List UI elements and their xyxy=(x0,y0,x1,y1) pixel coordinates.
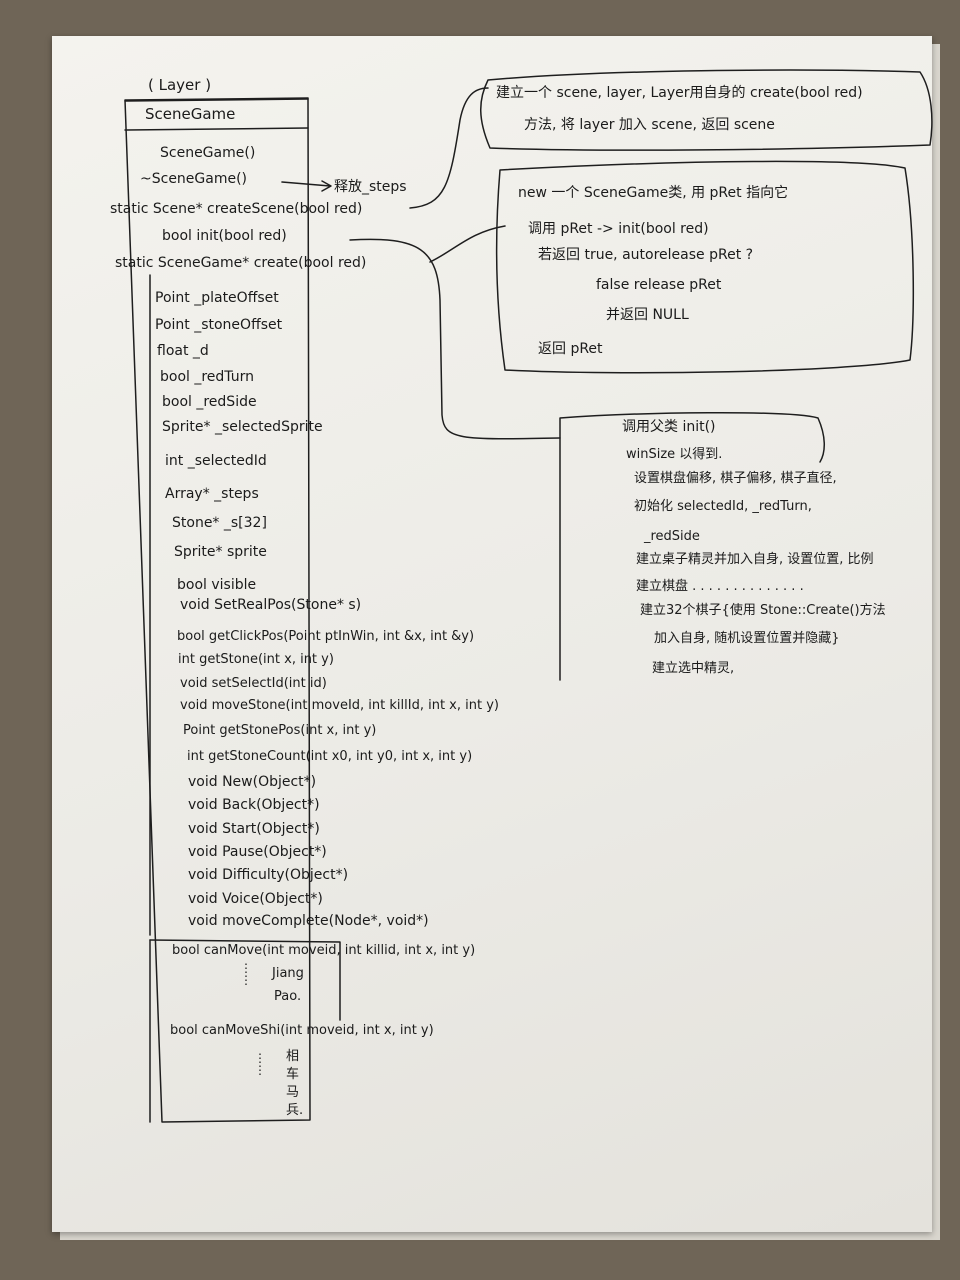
member-stone-offset: Point _stoneOffset xyxy=(155,317,283,333)
member-ma: 马 xyxy=(286,1085,300,1100)
member-bing: 兵. xyxy=(286,1103,304,1118)
member-sprite: Sprite* sprite xyxy=(174,544,267,560)
member-pao: Pao. xyxy=(274,989,302,1004)
member-get-stone-pos: Point getStonePos(int x, int y) xyxy=(183,723,377,738)
class-destructor: ~SceneGame() xyxy=(140,171,248,187)
member-xiang: 相 xyxy=(286,1049,300,1064)
member-steps: Array* _steps xyxy=(165,486,259,502)
destructor-note: 释放_steps xyxy=(334,179,407,195)
note-create-line-1: new 一个 SceneGame类, 用 pRet 指向它 xyxy=(518,185,789,201)
note-create-line-2: 调用 pRet -> init(bool red) xyxy=(528,221,709,237)
member-jiang: Jiang xyxy=(272,966,304,981)
member-set-real-pos: void SetRealPos(Stone* s) xyxy=(180,597,362,613)
note-init-line-3: 设置棋盘偏移, 棋子偏移, 棋子直径, xyxy=(634,471,837,486)
member-stones: Stone* _s[32] xyxy=(172,515,267,531)
member-start: void Start(Object*) xyxy=(188,821,320,837)
member-set-select-id: void setSelectId(int id) xyxy=(180,676,327,691)
note-init-line-4: 初始化 selectedId, _redTurn, xyxy=(634,499,812,514)
member-difficulty: void Difficulty(Object*) xyxy=(188,867,349,883)
member-selected-sprite: Sprite* _selectedSprite xyxy=(162,419,323,435)
member-che: 车 xyxy=(286,1067,300,1082)
member-voice: void Voice(Object*) xyxy=(188,891,323,907)
note-create-line-6: 返回 pRet xyxy=(538,341,603,357)
member-get-stone-count: int getStoneCount(int x0, int y0, int x,… xyxy=(187,749,473,764)
member-init: bool init(bool red) xyxy=(162,228,287,244)
note-init-line-9: 加入自身, 随机设置位置并隐藏} xyxy=(654,631,840,646)
ellipsis-dots-1: ⋮ ⋮ xyxy=(240,961,252,987)
note-init-line-5: _redSide xyxy=(644,529,700,544)
note-init-line-8: 建立32个棋子{使用 Stone::Create()方法 xyxy=(640,603,886,618)
member-can-move-shi: bool canMoveShi(int moveid, int x, int y… xyxy=(170,1023,434,1038)
note-create-line-3: 若返回 true, autorelease pRet ? xyxy=(538,247,754,263)
member-move-complete: void moveComplete(Node*, void*) xyxy=(188,913,429,929)
note-init-line-1: 调用父类 init() xyxy=(622,419,716,435)
member-get-stone: int getStone(int x, int y) xyxy=(178,652,334,667)
note-init-line-2: winSize 以得到. xyxy=(626,447,723,462)
member-d: float _d xyxy=(157,343,209,359)
member-selected-id: int _selectedId xyxy=(165,453,267,469)
note-init-line-7: 建立棋盘 . . . . . . . . . . . . . . xyxy=(636,579,804,594)
class-constructor: SceneGame() xyxy=(160,145,256,161)
note-create-line-5: 并返回 NULL xyxy=(606,307,689,323)
note-createscene-line-2: 方法, 将 layer 加入 scene, 返回 scene xyxy=(524,117,775,133)
note-init-line-10: 建立选中精灵, xyxy=(652,661,735,676)
member-get-click-pos: bool getClickPos(Point ptInWin, int &x, … xyxy=(177,629,475,644)
note-init-line-6: 建立桌子精灵并加入自身, 设置位置, 比例 xyxy=(636,552,874,567)
member-red-side: bool _redSide xyxy=(162,394,257,410)
member-create: static SceneGame* create(bool red) xyxy=(115,255,367,271)
member-new: void New(Object*) xyxy=(188,774,317,790)
member-can-move: bool canMove(int moveid, int killid, int… xyxy=(172,943,476,958)
class-name: SceneGame xyxy=(145,105,236,123)
ellipsis-dots-2: ⋮ ⋮ xyxy=(254,1051,266,1077)
note-createscene-line-1: 建立一个 scene, layer, Layer用自身的 create(bool… xyxy=(496,85,863,101)
member-plate-offset: Point _plateOffset xyxy=(155,290,279,306)
note-create-line-4: false release pRet xyxy=(596,277,722,293)
member-createscene: static Scene* createScene(bool red) xyxy=(110,201,363,217)
member-visible: bool visible xyxy=(177,577,257,593)
class-parent-label: ( Layer ) xyxy=(148,76,212,94)
member-pause: void Pause(Object*) xyxy=(188,844,327,860)
member-back: void Back(Object*) xyxy=(188,797,320,813)
member-red-turn: bool _redTurn xyxy=(160,369,254,385)
member-move-stone: void moveStone(int moveId, int killId, i… xyxy=(180,698,499,713)
